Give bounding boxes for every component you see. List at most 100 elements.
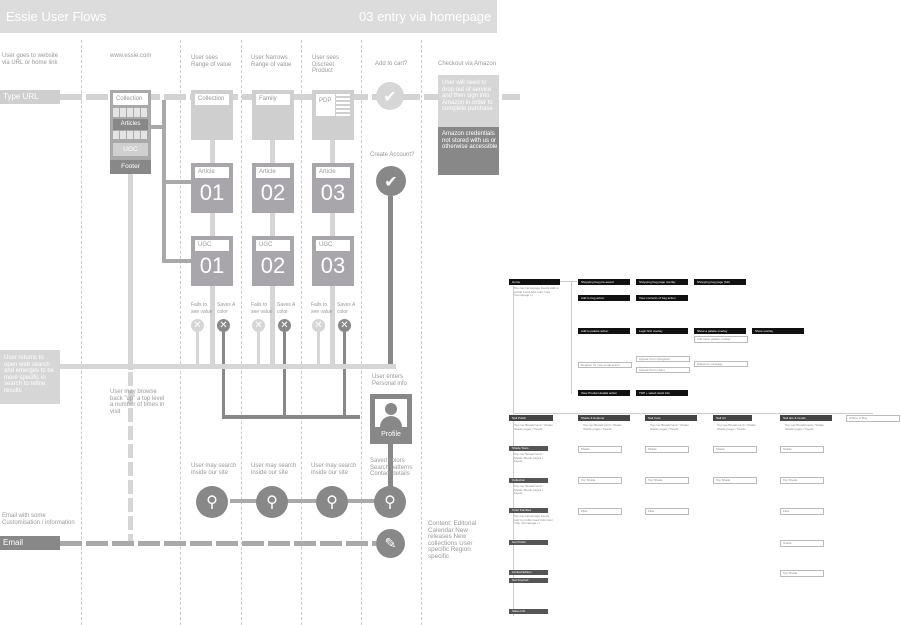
- profile-label: Profile: [381, 431, 401, 438]
- fail-label: Fails to see value: [251, 302, 273, 315]
- sitemap-cell-box: Top Shade: [780, 570, 824, 577]
- sitemap-cell-box: Shade: [780, 540, 824, 547]
- article-card-3: Article 03: [312, 163, 354, 213]
- content-list: Content: Editorial Calendar New releases…: [428, 520, 477, 560]
- sitemap-left-node: Gel Polish: [509, 540, 548, 545]
- ugc-card-number: 03: [320, 253, 346, 278]
- sitemap-line: [560, 281, 577, 282]
- sitemap-node: Show overlay: [752, 328, 804, 334]
- sitemap-cell-box: Filter: [578, 508, 622, 515]
- close-icon: ✕: [338, 319, 351, 332]
- family-page: Family: [252, 90, 294, 140]
- email-note: Email with some Customisation / informat…: [2, 513, 75, 526]
- saved-label: Saved colors Search patterns Contact det…: [370, 458, 413, 477]
- sitemap-node: Add to bag action: [578, 295, 630, 301]
- sitemap-subnode: Register for new email action: [578, 362, 632, 368]
- sitemap-left-node: Collection: [509, 478, 548, 483]
- sitemap-cell: Top nav Breadcrumb / Shade Shade pages /…: [514, 484, 544, 495]
- check-icon: ✔: [376, 82, 404, 110]
- connector: [222, 415, 360, 419]
- sitemap-cell: Top nav Breadcrumb / Shade Shade pages /…: [650, 423, 689, 431]
- pencil-icon: ✎: [376, 529, 405, 558]
- page-subtitle: 03 entry via homepage: [359, 9, 492, 24]
- check-icon: ✔: [376, 166, 406, 196]
- article-card-number: 01: [199, 180, 225, 205]
- column-divider: [421, 40, 422, 625]
- search-label: User may search inside our site: [311, 463, 357, 476]
- pdp-detail-lines: [336, 94, 350, 116]
- connector: [230, 499, 390, 503]
- sitemap-node: View Product details action: [578, 390, 630, 396]
- sitemap-node: Shopping bag page (full): [694, 279, 746, 285]
- returns-note: User returns to open web search and emer…: [4, 355, 55, 394]
- create-account-label: Create Account?: [370, 152, 415, 158]
- col-label-7: Checkout via Amazon: [438, 61, 497, 67]
- sitemap-cell-box: Filter: [780, 508, 824, 515]
- sitemap-col-head: Where to Buy: [846, 415, 900, 422]
- sitemap-node: Shopping bag pre-saved: [578, 279, 630, 285]
- article-card-number: 02: [260, 180, 286, 205]
- column-divider: [301, 40, 302, 625]
- article-card-label: Article: [195, 167, 229, 178]
- connector: [343, 332, 346, 418]
- page-title: Essie User Flows: [6, 9, 107, 24]
- ugc-card-label: UGC: [316, 240, 350, 251]
- homepage-thumbs: [113, 131, 148, 139]
- connector: [388, 196, 393, 364]
- flow-line-return: [60, 364, 396, 369]
- close-icon: ✕: [191, 319, 204, 332]
- sitemap-node: TOP + select stock info: [636, 390, 688, 396]
- sitemap-col-head: Shade & Explorer: [578, 415, 630, 421]
- sitemap-cell-box: Top Shade: [645, 477, 689, 484]
- sitemap-left-node: Shade Stars: [509, 446, 548, 451]
- search-label: User may search inside our site: [251, 463, 297, 476]
- sitemap-cell: Top nav Breadcrumb / Shade Shade pages /…: [514, 452, 544, 463]
- ugc-card-label: UGC: [256, 240, 290, 251]
- save-label: Saves A color: [217, 302, 236, 315]
- sitemap-col-head: Nail Polish: [509, 415, 553, 421]
- sitemap-left-node: Sales Info: [509, 609, 548, 614]
- close-icon: ✕: [312, 319, 325, 332]
- search-label: User may search inside our site: [191, 463, 237, 476]
- ugc-card-3: UGC 03: [312, 236, 354, 286]
- connector: [128, 174, 133, 546]
- returns-box: [0, 350, 60, 404]
- connector: [162, 259, 192, 263]
- profile-card: Profile: [370, 394, 412, 444]
- search-icon: ⚲: [196, 486, 228, 518]
- ugc-card-number: 01: [199, 253, 225, 278]
- avatar: [375, 399, 407, 427]
- sitemap-home: Home: [509, 279, 560, 285]
- ugc-card-number: 02: [260, 253, 286, 278]
- homepage-thumbs: [113, 108, 148, 117]
- sitemap-left-node: Limited Edition: [509, 570, 548, 575]
- col-label-5: User sees Discreet Product: [312, 55, 340, 74]
- sitemap-cell-box: Filter: [645, 508, 689, 515]
- sitemap-line: [513, 413, 873, 414]
- browse-back-note: User may browse back "up" a top level a …: [110, 389, 165, 415]
- connector: [257, 332, 260, 366]
- col-label-4: User Narrows Range of value: [251, 55, 292, 68]
- collection-page: Collection: [191, 90, 233, 140]
- col-label-1: User goes to website via URL or home lin…: [2, 53, 59, 66]
- column-divider: [180, 40, 181, 625]
- fail-label: Fails to see value: [311, 302, 333, 315]
- connector: [196, 332, 199, 366]
- sitemap-col-head: Nail Care: [645, 415, 697, 421]
- sitemap-node: View contents of bag action: [636, 295, 688, 301]
- sitemap-cell: Top nav Breadcrumb / Shade Shade pages /…: [514, 423, 553, 431]
- sitemap-subnode: Welcome message: [694, 361, 748, 367]
- sitemap-node: Show a palette overlay: [694, 328, 746, 334]
- article-card-2: Article 02: [252, 163, 294, 213]
- col-label-6: Add to cart?: [375, 61, 408, 67]
- sitemap-home-lines: Top nav Homepage Feeds Add to profile Fe…: [514, 286, 559, 297]
- amazon-note: User will need to drop out of service an…: [442, 80, 493, 112]
- sitemap-cell-box: Top Shade: [713, 477, 757, 484]
- connector: [388, 444, 393, 488]
- family-page-label: Family: [256, 94, 290, 105]
- close-icon: ✕: [252, 319, 265, 332]
- fail-label: Fails to see value: [191, 302, 213, 315]
- amazon-creds-box: [438, 127, 499, 175]
- column-divider: [361, 40, 362, 625]
- column-divider: [81, 40, 82, 625]
